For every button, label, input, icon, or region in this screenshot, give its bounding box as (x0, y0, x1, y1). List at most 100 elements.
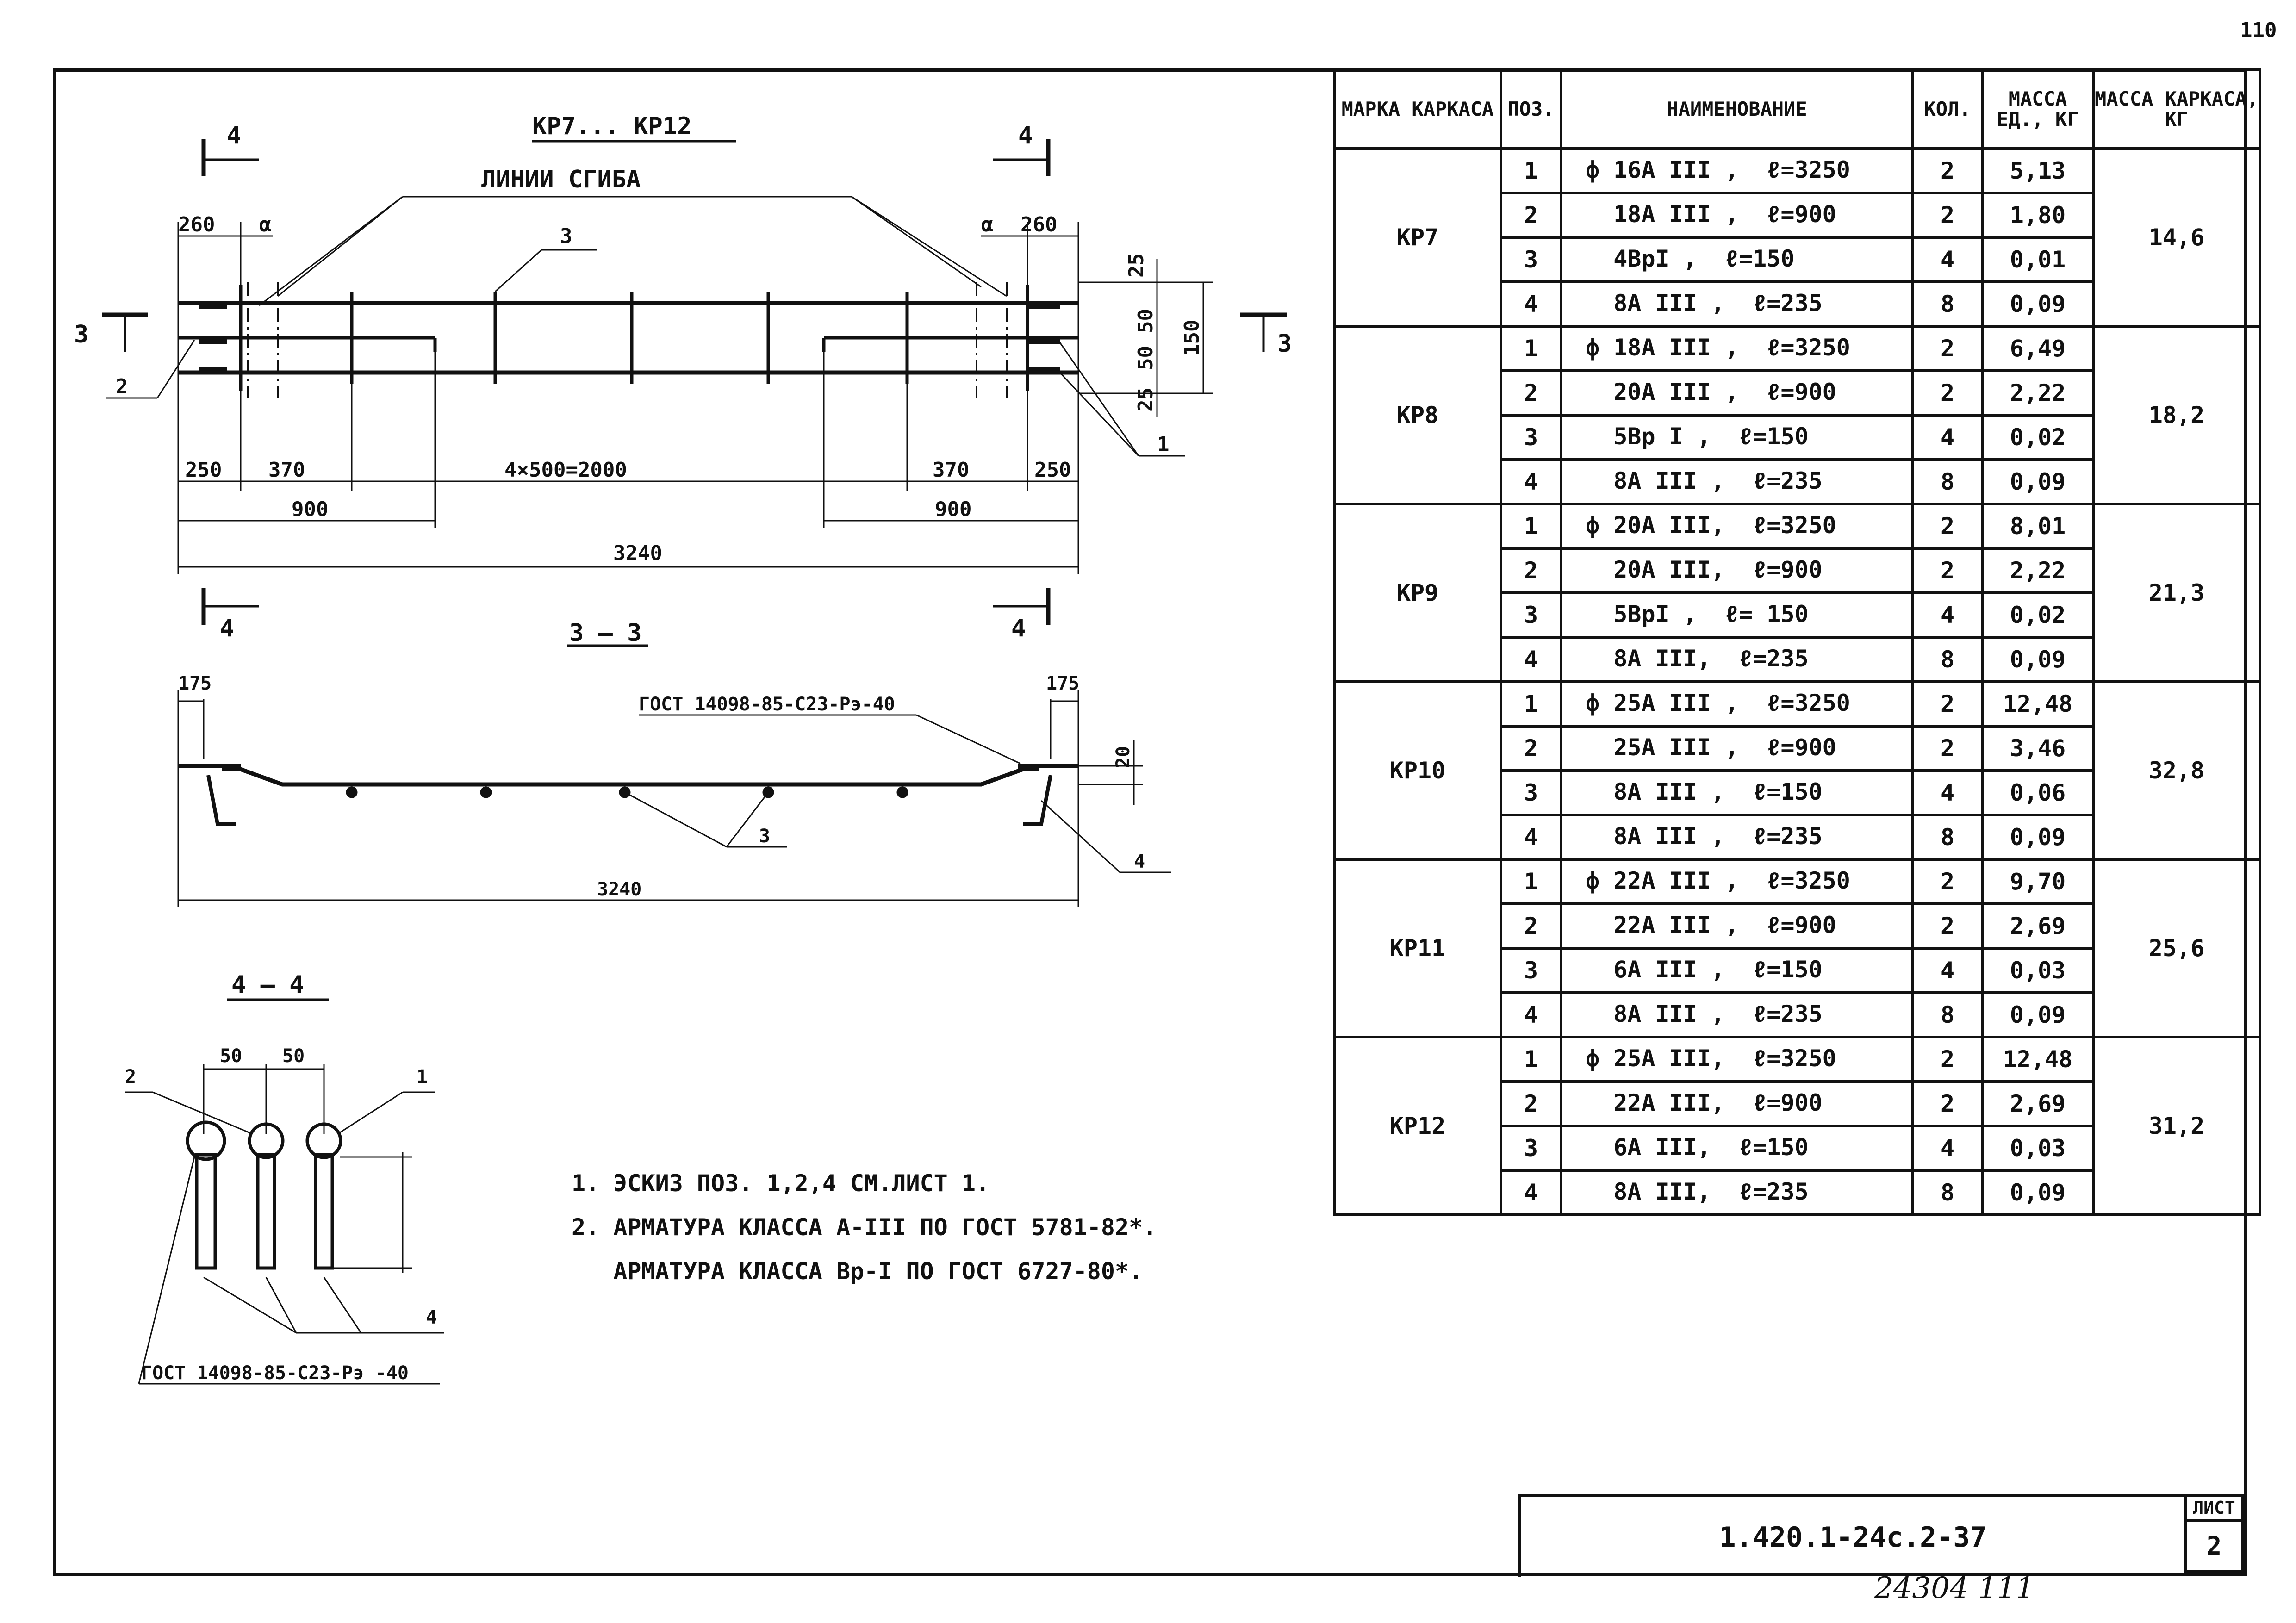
pos-cell: 4 (1500, 458, 1562, 505)
section-44-title: 4 — 4 (231, 971, 304, 999)
dim-900-right: 900 (935, 497, 971, 521)
gost-weld-44: ГОСТ 14098-85-С23-Рэ -40 (141, 1362, 409, 1384)
unit-mass-cell: 0,02 (1981, 414, 2095, 461)
unit-mass-cell: 0,09 (1981, 814, 2095, 861)
section-33-title: 3 — 3 (569, 619, 642, 647)
cage-mark: КР11 (1333, 858, 1502, 1038)
pos-label-2-s44: 2 (125, 1066, 136, 1088)
dim-middle: 4×500=2000 (504, 458, 627, 482)
notes: 1. ЭСКИЗ ПОЗ. 1,2,4 СМ.ЛИСТ 1. 2. АРМАТУ… (572, 1162, 1157, 1293)
qty-cell: 4 (1911, 947, 1984, 994)
name-cell: 6А III , ℓ=150 (1560, 947, 1914, 994)
pos-cell: 1 (1500, 325, 1562, 372)
name-cell: ф 16А III , ℓ=3250 (1560, 147, 1914, 194)
dim-25-top: 25 (1125, 253, 1148, 278)
cage-mass: 25,6 (2092, 858, 2261, 1038)
dim-250-right: 250 (1034, 458, 1071, 482)
cage-mass: 14,6 (2092, 147, 2261, 328)
pos-cell: 1 (1500, 1036, 1562, 1083)
cage-mark: КР7 (1333, 147, 1502, 328)
bend-lines-label: ЛИНИИ СГИБА (481, 166, 641, 193)
document-code: 1.420.1-24с.2-37 (1518, 1494, 2184, 1577)
drawing-area: КР7... КР12 ЛИНИИ СГИБА 4 4 4 4 3 3 260 … (74, 112, 1292, 1385)
unit-mass-cell: 2,22 (1981, 369, 2095, 417)
dim-150: 150 (1180, 320, 1204, 356)
section-mark-4-tr: 4 (1018, 122, 1033, 149)
header-unit-mass: МАССА ЕД., КГ (1981, 68, 2095, 150)
qty-cell: 8 (1911, 280, 1984, 328)
unit-mass-cell: 0,09 (1981, 1169, 2095, 1216)
inventory-number: 24304 111 (1874, 1571, 2035, 1605)
name-cell: ф 25А III , ℓ=3250 (1560, 680, 1914, 728)
qty-cell: 2 (1911, 147, 1984, 194)
qty-cell: 2 (1911, 858, 1984, 905)
name-cell: ф 22А III , ℓ=3250 (1560, 858, 1914, 905)
pos-label-1: 1 (1157, 433, 1170, 456)
note-1: 1. ЭСКИЗ ПОЗ. 1,2,4 СМ.ЛИСТ 1. (572, 1170, 990, 1197)
name-cell: ф 18А III , ℓ=3250 (1560, 325, 1914, 372)
spec-table: МАРКА КАРКАСА ПОЗ. НАИМЕНОВАНИЕ КОЛ. МАС… (1333, 68, 2261, 1216)
unit-mass-cell: 8,01 (1981, 503, 2095, 550)
unit-mass-cell: 0,09 (1981, 636, 2095, 683)
unit-mass-cell: 0,09 (1981, 991, 2095, 1038)
section-mark-4-bl: 4 (220, 615, 234, 642)
unit-mass-cell: 0,03 (1981, 947, 2095, 994)
pos-cell: 1 (1500, 680, 1562, 728)
pos-cell: 1 (1500, 503, 1562, 550)
qty-cell: 8 (1911, 1169, 1984, 1216)
dim-175-left: 175 (178, 673, 212, 694)
header-mark: МАРКА КАРКАСА (1333, 68, 1502, 150)
qty-cell: 8 (1911, 991, 1984, 1038)
pos-cell: 2 (1500, 725, 1562, 772)
section-mark-3-r: 3 (1277, 330, 1292, 358)
name-cell: ф 20А III, ℓ=3250 (1560, 503, 1914, 550)
note-3: АРМАТУРА КЛАССА Вр-I ПО ГОСТ 6727-80*. (572, 1258, 1143, 1285)
name-cell: 8А III , ℓ=235 (1560, 991, 1914, 1038)
qty-cell: 2 (1911, 192, 1984, 239)
name-cell: 8А III, ℓ=235 (1560, 1169, 1914, 1216)
unit-mass-cell: 2,69 (1981, 1080, 2095, 1127)
unit-mass-cell: 0,01 (1981, 236, 2095, 283)
unit-mass-cell: 0,06 (1981, 769, 2095, 816)
pos-cell: 2 (1500, 1080, 1562, 1127)
qty-cell: 2 (1911, 325, 1984, 372)
header-cage-mass: МАССА КАРКАСА, КГ (2092, 68, 2261, 150)
qty-cell: 4 (1911, 414, 1984, 461)
cage-mark: КР10 (1333, 680, 1502, 861)
header-qty: КОЛ. (1911, 68, 1984, 150)
unit-mass-cell: 9,70 (1981, 858, 2095, 905)
pos-cell: 2 (1500, 192, 1562, 239)
pos-cell: 3 (1500, 414, 1562, 461)
qty-cell: 2 (1911, 902, 1984, 950)
cage-mark: КР8 (1333, 325, 1502, 505)
dim-50-a: 50 (1134, 309, 1157, 333)
pos-cell: 1 (1500, 858, 1562, 905)
header-pos: ПОЗ. (1500, 68, 1562, 150)
name-cell: 8А III , ℓ=235 (1560, 458, 1914, 505)
qty-cell: 4 (1911, 769, 1984, 816)
pos-cell: 3 (1500, 769, 1562, 816)
qty-cell: 8 (1911, 636, 1984, 683)
unit-mass-cell: 2,22 (1981, 547, 2095, 594)
name-cell: 22А III , ℓ=900 (1560, 902, 1914, 950)
unit-mass-cell: 6,49 (1981, 325, 2095, 372)
cage-mass: 21,3 (2092, 503, 2261, 683)
sheet-number: 2 (2184, 1522, 2244, 1573)
cage-mark: КР9 (1333, 503, 1502, 683)
dim-900-left: 900 (292, 497, 328, 521)
cage-mark: КР12 (1333, 1036, 1502, 1216)
dim-250-left: 250 (185, 458, 222, 482)
qty-cell: 2 (1911, 369, 1984, 417)
